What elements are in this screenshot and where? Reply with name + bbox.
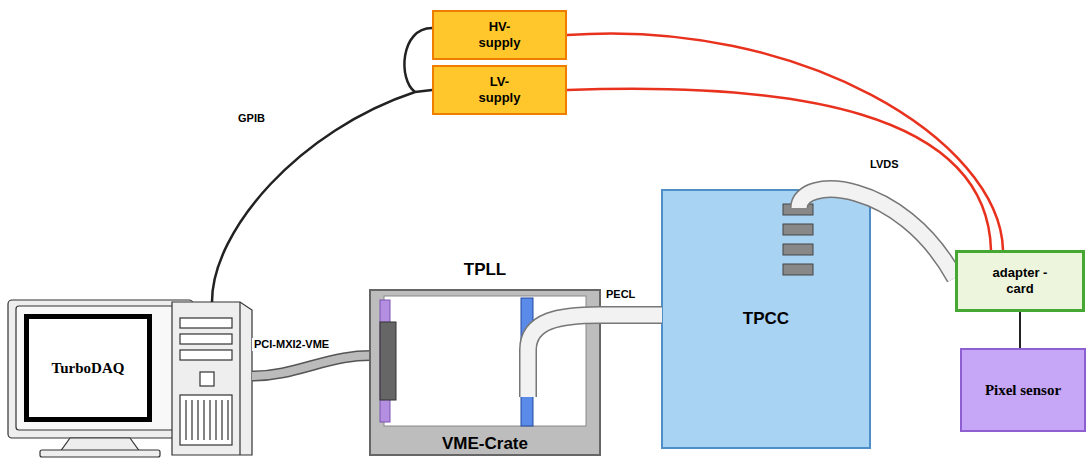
pci-cable <box>252 356 382 376</box>
node-text: HV- supply <box>470 19 530 50</box>
cable-label: GPIB <box>236 112 267 125</box>
tpcc-board <box>662 190 870 448</box>
node-text: TPLL <box>464 260 507 280</box>
adapter-card: adapter -card <box>955 250 1085 312</box>
connector <box>567 33 1003 250</box>
computer-tower <box>172 302 252 455</box>
gpib-cable <box>212 28 432 302</box>
connector <box>528 315 662 397</box>
node-text: Pixel sensor <box>985 381 1061 399</box>
pixel-sensor: Pixel sensor <box>960 348 1086 432</box>
node-text: TPCC <box>743 309 789 329</box>
node-text: VME-Crate <box>442 434 528 454</box>
lv-supply-box: LV- supply <box>432 65 567 115</box>
hv-supply-box: HV- supply <box>432 10 567 60</box>
connector <box>799 189 955 278</box>
tpcc-board: TPCC <box>662 190 870 448</box>
node-text: LV- supply <box>470 74 530 105</box>
node-text: adapter -card <box>989 265 1051 296</box>
vme-crate: TPLL VME-Crate <box>370 260 600 457</box>
monitor <box>8 300 193 457</box>
monitor-screen: TurboDAQ <box>24 314 152 422</box>
cable-label: PECL <box>604 288 637 301</box>
connector <box>1020 312 1021 348</box>
node-text: TurboDAQ <box>52 359 125 377</box>
cable-label: PCI-MXI2-VME <box>252 338 331 351</box>
connector <box>567 89 991 250</box>
cable-label: LVDS <box>868 158 901 171</box>
